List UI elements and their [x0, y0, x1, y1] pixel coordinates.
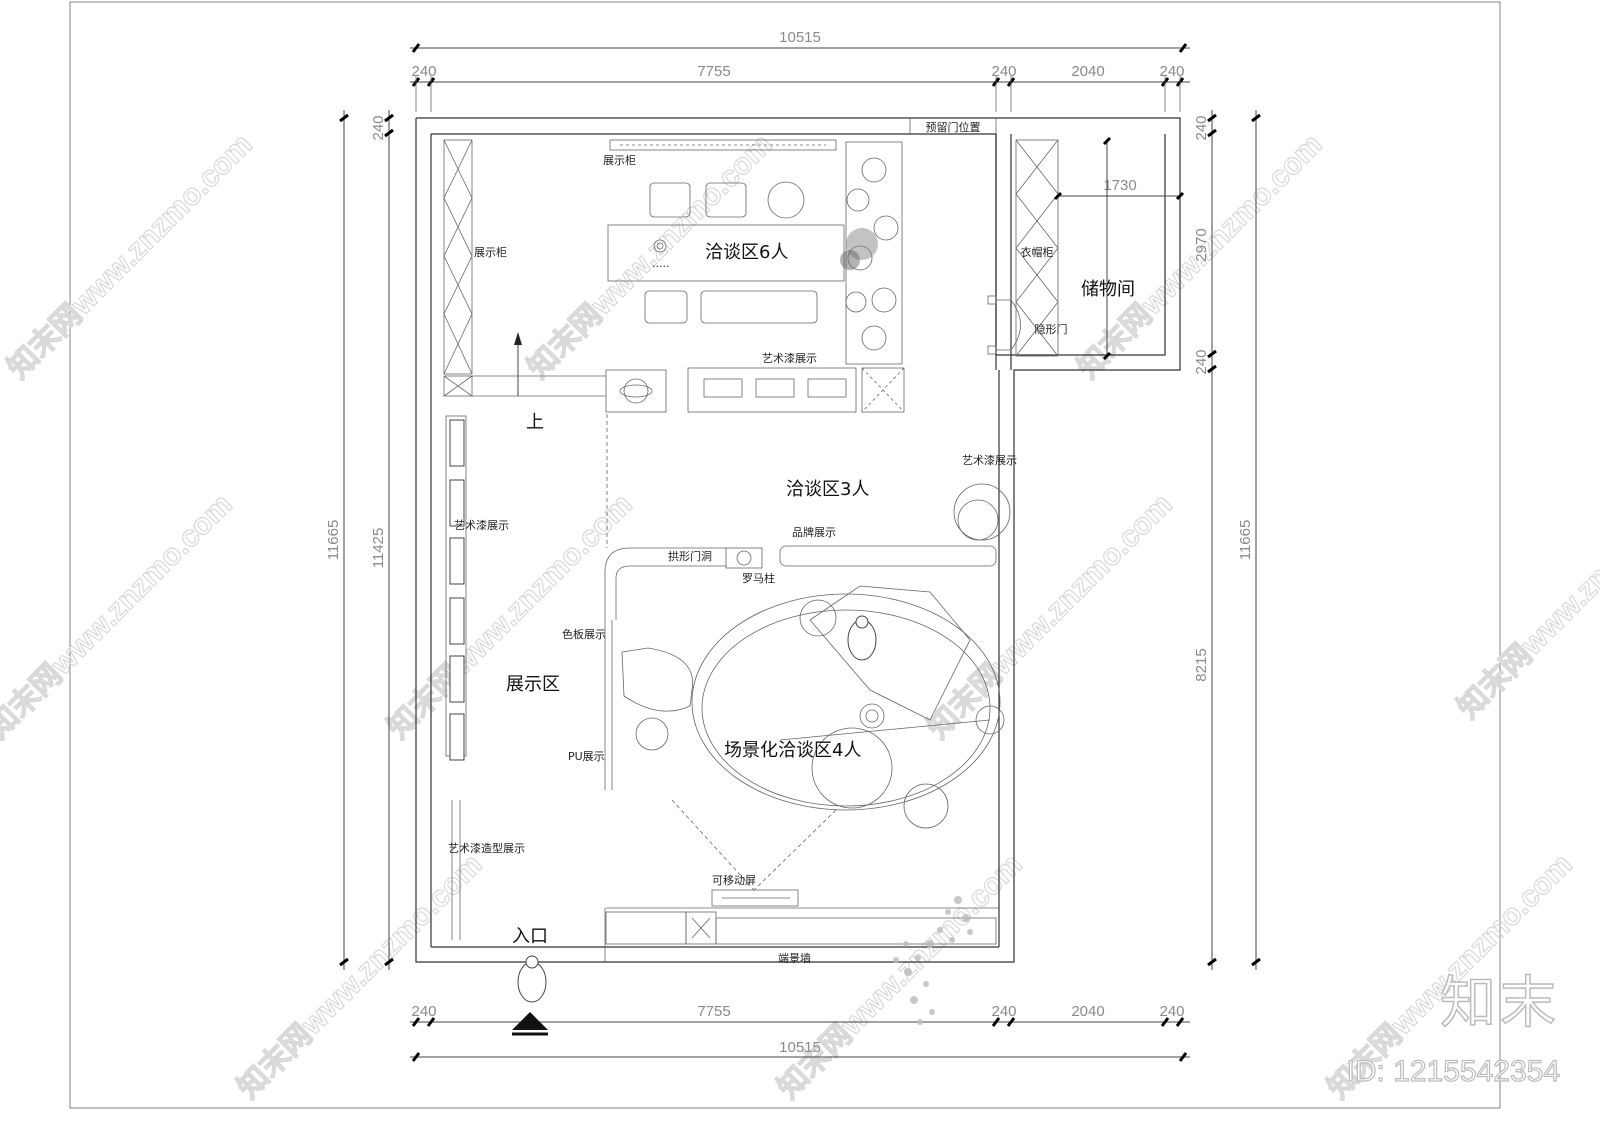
- watermark-text: 知末网www.znzmo.com: [2, 128, 259, 385]
- walls: 预留门位置: [415, 117, 1181, 963]
- label-color-board: 色板展示: [562, 627, 606, 641]
- tea-dots: ·····: [652, 260, 669, 273]
- watermark-text: 知末网www.znzmo.com: [0, 488, 239, 745]
- zone-display-area: 展示区: [506, 674, 560, 695]
- dim-inner-height: 11425: [370, 528, 387, 569]
- left-art-paint-panels: 艺术漆展示 展示区 艺术漆造型展示: [445, 415, 560, 940]
- dim-total-width: 10515: [779, 29, 821, 46]
- zone-entrance: 入口: [512, 926, 548, 947]
- dim-total-height: 11665: [325, 520, 342, 561]
- entrance-arrow-icon: [512, 1012, 548, 1030]
- dim-top-wall: 240: [370, 115, 387, 140]
- watermark-text: 知末网www.znzmo.com: [772, 848, 1029, 1105]
- zone-scene-meeting-4: 场景化洽谈区4人: [724, 740, 861, 761]
- dim-storage-width: 2040: [1071, 63, 1104, 80]
- label-movable-screen: 可移动屏: [712, 874, 756, 887]
- id-watermark: ID: 1215542354: [1346, 1054, 1561, 1088]
- dim-left-wall-b: 240: [411, 1003, 436, 1020]
- scene-meeting-area-4: 场景化洽谈区4人: [621, 585, 1005, 891]
- dim-top-wall-r: 240: [1193, 115, 1210, 140]
- meeting-area-3: 洽谈区3人 艺术漆展示 品牌展示 拱形门洞 罗马柱 色板展示 PU展示: [562, 454, 1017, 790]
- label-roman-column: 罗马柱: [742, 571, 775, 585]
- decor-plant-icon: [893, 896, 973, 1025]
- art-paint-top: 艺术漆展示: [605, 352, 905, 413]
- left-dimensions: 11665 240 11425: [325, 110, 394, 970]
- drawing-frame: [69, 1, 1501, 1109]
- label-art-paint-shape: 艺术漆造型展示: [448, 841, 525, 855]
- dim-mid-wall: 240: [991, 63, 1016, 80]
- dim-main-width-b: 7755: [697, 1003, 730, 1020]
- label-wardrobe: 衣帽柜: [1021, 245, 1054, 259]
- watermark-text: 知末网www.znzmo.com: [232, 848, 489, 1105]
- dim-right-wall: 240: [1159, 63, 1184, 80]
- right-dimensions: 240 2970 240 8215 11665: [1193, 110, 1261, 970]
- brand-watermark: 知末: [1439, 970, 1560, 1037]
- left-display-cabinet: 展示柜: [443, 139, 606, 397]
- dim-storage-width-b: 2040: [1071, 1003, 1104, 1020]
- dim-total-width-b: 10515: [779, 1039, 821, 1056]
- dim-total-height-r: 11665: [1237, 520, 1254, 561]
- label-art-paint-left: 艺术漆展示: [454, 519, 509, 532]
- entrance: 入口: [512, 926, 548, 1036]
- label-display-cabinet-top: 展示柜: [603, 154, 636, 167]
- label-pu-display: PU展示: [568, 750, 605, 763]
- watermark-text: 知末网www.znzmo.com: [1452, 468, 1600, 725]
- zone-storage-room: 储物间: [1081, 279, 1135, 300]
- dim-right-height: 8215: [1193, 648, 1210, 681]
- label-art-paint-right: 艺术漆展示: [962, 454, 1017, 467]
- up-arrow: 上: [514, 332, 544, 433]
- label-arch-door: 拱形门洞: [668, 549, 712, 563]
- dim-main-width: 7755: [697, 63, 730, 80]
- dim-left-wall: 240: [411, 63, 436, 80]
- zone-meeting-6: 洽谈区6人: [705, 242, 788, 263]
- label-end-wall: 端景墙: [778, 951, 811, 965]
- label-display-cabinet-left: 展示柜: [474, 246, 507, 259]
- meeting-area-6: 展示柜 ····· 洽谈区6人: [603, 139, 903, 365]
- dim-right-wall-b: 240: [1159, 1003, 1184, 1020]
- label-brand-display: 品牌展示: [792, 525, 836, 539]
- bottom-dimensions: 240 7755 240 2040 240 10515: [410, 1003, 1190, 1062]
- zone-up: 上: [526, 412, 544, 433]
- dim-storage-inner: 1730: [1103, 177, 1136, 194]
- watermark-text: 知末网www.znzmo.com: [922, 488, 1179, 745]
- dim-storage-wall: 240: [1193, 349, 1210, 374]
- dim-mid-wall-b: 240: [991, 1003, 1016, 1020]
- zone-meeting-3: 洽谈区3人: [786, 479, 869, 500]
- label-hidden-door: 隐形门: [1035, 322, 1068, 336]
- top-dimensions: 10515 240 7755 240 2040 240: [410, 29, 1190, 112]
- bottom-area: 可移动屏 端景墙: [604, 874, 999, 1025]
- label-reserved-door: 预留门位置: [926, 120, 981, 134]
- watermark-text: 知末网www.znzmo.com: [382, 488, 639, 745]
- dim-storage-height: 2970: [1193, 228, 1210, 261]
- label-art-paint-top: 艺术漆展示: [762, 352, 817, 365]
- storage-room: 衣帽柜 隐形门 1730 储物间: [987, 136, 1185, 361]
